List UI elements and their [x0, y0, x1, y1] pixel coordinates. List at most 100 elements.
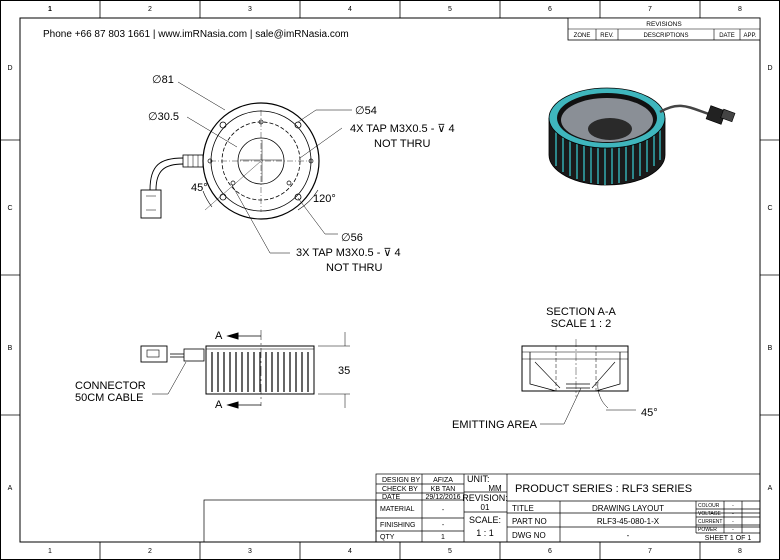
- drawing-title: DRAWING LAYOUT: [592, 504, 664, 513]
- leader-tap4: [299, 127, 343, 159]
- row-label: C: [7, 205, 12, 212]
- leader-d54: [297, 109, 317, 123]
- col-label: 1: [48, 6, 52, 13]
- qty-label: QTY: [380, 534, 395, 541]
- power-label: POWER: [698, 527, 717, 533]
- product-series: PRODUCT SERIES : RLF3 SERIES: [515, 483, 692, 495]
- tap-hole: [258, 119, 264, 125]
- design-by-label: DESIGN BY: [382, 477, 420, 484]
- colour: -: [732, 503, 734, 509]
- top-view: [140, 81, 352, 254]
- colour-label: COLOUR: [698, 503, 720, 509]
- section-mark-bottom: A: [215, 399, 223, 411]
- row-label: A: [8, 485, 13, 492]
- sheet-number: SHEET 1 OF 1: [705, 535, 752, 542]
- dim-d54: ∅54: [355, 105, 377, 117]
- power: -: [732, 527, 734, 533]
- zone-labels: 1 2 3 4 5 6 7 8 1 2 3 4 5 6 7 8 D C B A …: [7, 6, 772, 555]
- tap-hole: [207, 158, 213, 164]
- side-view: [140, 330, 350, 409]
- finishing-label: FINISHING: [380, 522, 415, 529]
- revision: 01: [481, 503, 490, 512]
- col-label: 2: [148, 6, 152, 13]
- col-label: 4: [348, 6, 352, 13]
- cable: [149, 157, 184, 191]
- col-label: 5: [448, 6, 452, 13]
- part-no-label: PART NO: [512, 517, 547, 526]
- current: -: [732, 519, 734, 525]
- isometric-view: [548, 87, 736, 186]
- dim-d56: ∅56: [341, 232, 363, 244]
- dwg-no-label: DWG NO: [512, 531, 546, 540]
- section-view-labels: SECTION A-A SCALE 1 : 2 EMITTING AREA 45…: [452, 306, 658, 431]
- row-label: B: [768, 345, 773, 352]
- connector: [140, 189, 162, 219]
- center-hole: [588, 118, 632, 140]
- revisions-title: REVISIONS: [646, 21, 682, 28]
- section-mark-top: A: [215, 330, 223, 342]
- top-view-labels: ∅81 ∅30.5 ∅54 4X TAP M3X0.5 - ⊽ 4 NOT TH…: [148, 74, 455, 274]
- col-label: 5: [448, 548, 452, 555]
- revisions-table: REVISIONS ZONE REV. DESCRIPTIONS DATE AP…: [567, 17, 761, 41]
- date: 29/12/2016: [425, 494, 460, 501]
- col-label: 6: [548, 548, 552, 555]
- col-label: 3: [248, 6, 252, 13]
- voltage: -: [732, 511, 734, 517]
- tap4-line2: NOT THRU: [374, 138, 430, 150]
- side-view-labels: A A 35 CONNECTOR 50CM CABLE: [75, 330, 350, 411]
- dim-height: 35: [338, 365, 350, 377]
- revisions-col: DATE: [719, 33, 735, 39]
- row-label: D: [7, 65, 12, 72]
- leader-d56: [297, 197, 326, 235]
- tap-hole: [230, 180, 236, 186]
- scale-label: SCALE:: [469, 515, 501, 525]
- col-label: 8: [738, 548, 742, 555]
- side-connector: [140, 345, 168, 363]
- voltage-label: VOLTAGE: [698, 511, 722, 517]
- section-title-line2: SCALE 1 : 2: [551, 318, 612, 330]
- col-label: 7: [648, 548, 652, 555]
- tap-hole: [286, 180, 292, 186]
- check-by: KB TAN: [431, 486, 456, 493]
- unit: MM: [488, 484, 502, 493]
- check-by-label: CHECK BY: [382, 486, 418, 493]
- revisions-col: APP.: [744, 33, 757, 39]
- side-fins: [211, 352, 309, 392]
- tap3-line1: 3X TAP M3X0.5 - ⊽ 4: [296, 247, 401, 259]
- col-label: 7: [648, 6, 652, 13]
- finishing: -: [442, 522, 445, 529]
- col-label: 2: [148, 548, 152, 555]
- section-angle: 45°: [641, 407, 658, 419]
- tap-hole: [308, 158, 314, 164]
- design-by: AFIZA: [433, 477, 453, 484]
- revisions-col: ZONE: [574, 33, 591, 39]
- tap-hole: [294, 193, 302, 201]
- revisions-col: DESCRIPTIONS: [643, 33, 688, 39]
- col-label: 6: [548, 6, 552, 13]
- tap4-line1: 4X TAP M3X0.5 - ⊽ 4: [350, 123, 455, 135]
- title-block: [203, 473, 761, 543]
- connector-line2: 50CM CABLE: [75, 392, 143, 404]
- row-label: B: [8, 345, 13, 352]
- side-gland: [183, 348, 205, 362]
- leader-d81: [177, 81, 226, 111]
- tap3-line2: NOT THRU: [326, 262, 382, 274]
- angle-45: 45°: [191, 182, 208, 194]
- row-label: D: [767, 65, 772, 72]
- section-view: [521, 339, 636, 425]
- material-label: MATERIAL: [380, 506, 415, 513]
- leader-d30: [186, 116, 238, 148]
- iso-cable: [659, 104, 713, 117]
- section-title-line1: SECTION A-A: [546, 306, 616, 318]
- dwg-no: -: [627, 531, 630, 540]
- tap-hole: [219, 121, 227, 129]
- dim-d30-5: ∅30.5: [148, 111, 179, 123]
- dim-d81: ∅81: [152, 74, 174, 86]
- col-label: 8: [738, 6, 742, 13]
- material: -: [442, 507, 445, 514]
- title-label: TITLE: [512, 504, 534, 513]
- col-label: 4: [348, 548, 352, 555]
